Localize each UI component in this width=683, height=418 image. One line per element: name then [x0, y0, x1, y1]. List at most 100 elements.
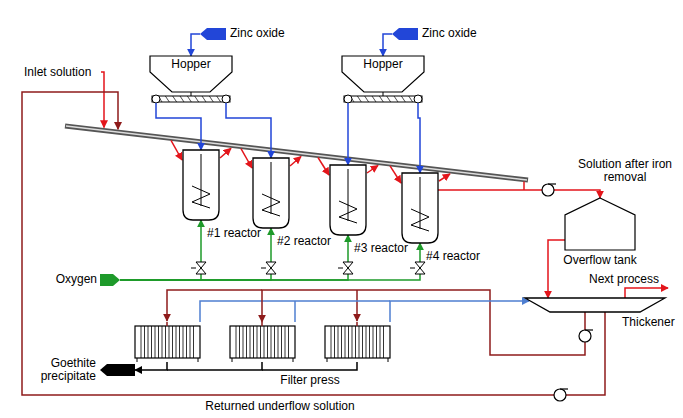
- valve-handle: [338, 268, 343, 269]
- press-plate: [172, 326, 173, 358]
- screw-thread: [187, 96, 191, 102]
- filter-press: [325, 326, 390, 358]
- agitator-blade: [339, 201, 357, 223]
- screw-thread: [180, 96, 184, 102]
- launder-outlet: [523, 182, 525, 190]
- reactor-inflow: [318, 158, 329, 175]
- shape-outline: [200, 28, 226, 40]
- valve-symbol: [196, 262, 206, 274]
- node-caption: #1 reactor: [207, 227, 269, 240]
- hopper-symbol: [150, 56, 232, 92]
- valve-handle: [410, 268, 415, 269]
- screw-feeder: [344, 96, 422, 102]
- feeder-outlet: [417, 103, 419, 106]
- reactor-vessel: #4 reactor: [402, 173, 438, 243]
- node-caption: Goethite precipitate: [32, 357, 96, 383]
- screw-thread: [379, 96, 383, 102]
- filter-press: [230, 326, 295, 358]
- reactor-overflow: [367, 166, 378, 173]
- filter-press: Filter press: [135, 322, 390, 362]
- reactor-vessel: [183, 150, 219, 220]
- press-plate: [169, 326, 170, 358]
- overflow-tank: [565, 198, 635, 250]
- node-caption: Filter press: [275, 374, 345, 387]
- hopper-symbol: Hopper: [150, 56, 232, 106]
- node-caption: Zinc oxide: [230, 27, 300, 40]
- screw-thread: [372, 96, 376, 102]
- reactor-vessel: #2 reactor: [253, 158, 289, 228]
- press-plate: [165, 326, 166, 358]
- feed-arrow: [392, 28, 418, 40]
- press-plate: [288, 326, 289, 358]
- press-plate: [246, 326, 247, 358]
- press-plate: [260, 326, 261, 358]
- press-plate: [352, 326, 353, 358]
- pump-outlet: [548, 183, 556, 184]
- pump-outlet: [560, 388, 568, 389]
- reactor-overflow: [220, 148, 231, 158]
- flow-line: [226, 106, 271, 158]
- press-plate: [355, 326, 356, 358]
- pump-symbol: [542, 184, 554, 196]
- press-plate: [148, 326, 149, 358]
- inlet-line: [101, 72, 104, 128]
- node-label: Hopper: [342, 58, 424, 71]
- screw-thread: [394, 96, 398, 102]
- pump-symbol: [554, 389, 566, 401]
- reactor-overflow: [290, 157, 301, 166]
- press-inlet: [166, 322, 168, 326]
- feed-arrow: Zinc oxide: [200, 28, 226, 40]
- feeder-wheel: [222, 95, 230, 103]
- screw-thread: [202, 96, 206, 102]
- filtrate-branch: [294, 301, 296, 322]
- press-plate: [158, 326, 159, 358]
- thickener-symbol: [525, 298, 665, 312]
- feed-arrow: [100, 364, 135, 376]
- press-plate: [274, 326, 275, 358]
- feeder-wheel: [344, 95, 352, 103]
- filtrate-branch: [200, 301, 390, 322]
- hopper-symbol: [342, 56, 424, 92]
- underflow-branch: [356, 290, 358, 321]
- press-plate: [341, 326, 342, 358]
- valve-handle: [261, 268, 266, 269]
- feed-arrow: [100, 274, 120, 286]
- shape-outline: [402, 173, 438, 243]
- press-plate: [267, 326, 268, 358]
- press-plate: [373, 326, 374, 358]
- feeder-outlet: [155, 103, 157, 106]
- launder-channel: [65, 126, 528, 180]
- press-plate: [285, 326, 286, 358]
- agitator-blade: [192, 186, 210, 208]
- press-plate: [281, 326, 282, 358]
- press-inlet: [356, 322, 358, 326]
- reactor-inflow: [390, 166, 401, 183]
- feed-arrow: Oxygen: [100, 274, 120, 286]
- press-plate: [176, 326, 177, 358]
- screw-thread: [409, 96, 413, 102]
- flow-line: [156, 106, 201, 150]
- stream-label: Solution after iron removal: [570, 158, 680, 184]
- shape-outline: [330, 165, 366, 235]
- press-plate: [359, 326, 360, 358]
- overflow-tank: Overflow tank: [565, 198, 635, 250]
- press-plate: [236, 326, 237, 358]
- screw-thread: [217, 96, 221, 102]
- shape-outline: [135, 322, 390, 362]
- valve-symbol: [266, 262, 276, 274]
- press-plate: [155, 326, 156, 358]
- shape-outline: [392, 28, 418, 40]
- press-plate: [331, 326, 332, 358]
- press-plate: [380, 326, 381, 358]
- screw-thread: [173, 96, 177, 102]
- press-plate: [338, 326, 339, 358]
- press-plate: [151, 326, 152, 358]
- cake-branch: [262, 362, 357, 370]
- reactor-vessel: [402, 173, 438, 243]
- hopper-symbol: Hopper: [342, 56, 424, 106]
- reactor-overflow: [439, 174, 450, 181]
- screw-thread: [209, 96, 213, 102]
- feed-arrow: [200, 28, 226, 40]
- screw-thread: [365, 96, 369, 102]
